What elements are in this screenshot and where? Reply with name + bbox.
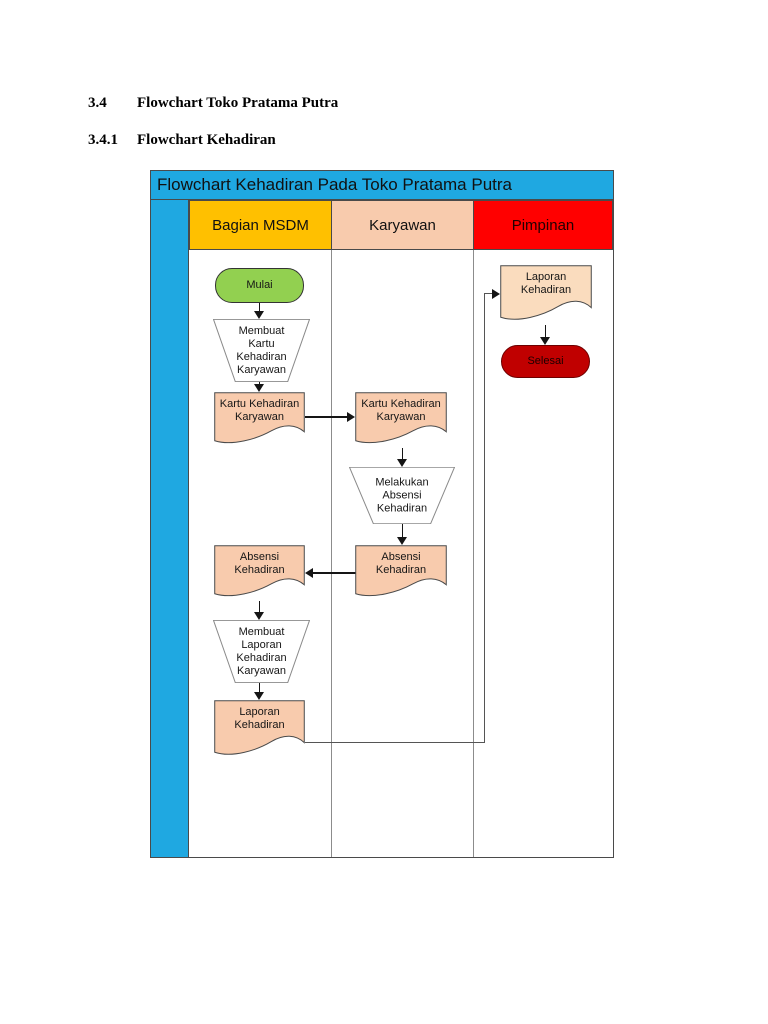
node-label: Laporan Kehadiran <box>520 271 572 296</box>
trapezoid-shape <box>349 467 455 524</box>
swimlane-side-strip <box>151 200 189 857</box>
section-heading-3-4: 3.4 Flowchart Toko Pratama Putra <box>88 95 338 112</box>
node-manual-op-membuat-laporan: Membuat Laporan Kehadiran Karyawan <box>213 620 310 683</box>
node-label: Membuat Laporan Kehadiran Karyawan <box>236 625 287 677</box>
document-shape <box>355 545 447 601</box>
document-shape <box>214 545 305 601</box>
lane-divider <box>331 250 332 857</box>
node-start-terminator: Mulai <box>215 268 304 303</box>
node-label: Membuat Kartu Kehadiran Karyawan <box>236 324 287 376</box>
document-shape <box>214 392 305 448</box>
node-manual-op-melakukan-absensi: Melakukan Absensi Kehadiran <box>349 467 455 524</box>
section-title: Flowchart Kehadiran <box>137 132 276 148</box>
document-shape <box>355 392 447 448</box>
node-manual-op-membuat-kartu: Membuat Kartu Kehadiran Karyawan <box>213 319 310 382</box>
lane-label: Bagian MSDM <box>212 216 309 234</box>
node-label: Kartu Kehadiran Karyawan <box>219 398 300 423</box>
node-label: Absensi Kehadiran <box>234 551 285 576</box>
section-number: 3.4 <box>88 95 107 111</box>
lane-label: Pimpinan <box>511 216 575 234</box>
document-shape <box>214 700 305 760</box>
trapezoid-shape <box>213 319 310 382</box>
node-label: Kartu Kehadiran Karyawan <box>361 398 441 423</box>
lane-label: Karyawan <box>369 216 436 234</box>
flowchart-title: Flowchart Kehadiran Pada Toko Pratama Pu… <box>157 175 512 194</box>
trapezoid-shape <box>213 620 310 683</box>
node-label: Mulai <box>246 279 273 291</box>
node-document-absensi-msdm: Absensi Kehadiran <box>214 545 305 601</box>
node-label: Absensi Kehadiran <box>375 551 427 576</box>
flowchart-title-bar: Flowchart Kehadiran Pada Toko Pratama Pu… <box>151 171 613 200</box>
document-shape <box>500 265 592 325</box>
section-heading-3-4-1: 3.4.1 Flowchart Kehadiran <box>88 132 276 149</box>
lane-divider <box>473 250 474 857</box>
section-number: 3.4.1 <box>88 132 118 148</box>
lane-header-pimpinan: Pimpinan <box>473 200 613 250</box>
node-document-kartu-kehadiran-karyawan: Kartu Kehadiran Karyawan <box>355 392 447 448</box>
node-document-laporan-pimpinan: Laporan Kehadiran <box>500 265 592 325</box>
node-end-terminator: Selesai <box>501 345 590 378</box>
node-label: Laporan Kehadiran <box>234 706 285 731</box>
node-document-absensi-karyawan: Absensi Kehadiran <box>355 545 447 601</box>
lane-header-bagian-msdm: Bagian MSDM <box>189 200 332 250</box>
lane-header-karyawan: Karyawan <box>331 200 474 250</box>
node-label: Melakukan Absensi Kehadiran <box>375 476 429 514</box>
node-document-kartu-kehadiran-msdm: Kartu Kehadiran Karyawan <box>214 392 305 448</box>
section-title: Flowchart Toko Pratama Putra <box>137 95 339 111</box>
flowchart-diagram: Flowchart Kehadiran Pada Toko Pratama Pu… <box>150 170 614 858</box>
node-document-laporan-msdm: Laporan Kehadiran <box>214 700 305 760</box>
node-label: Selesai <box>527 355 564 367</box>
